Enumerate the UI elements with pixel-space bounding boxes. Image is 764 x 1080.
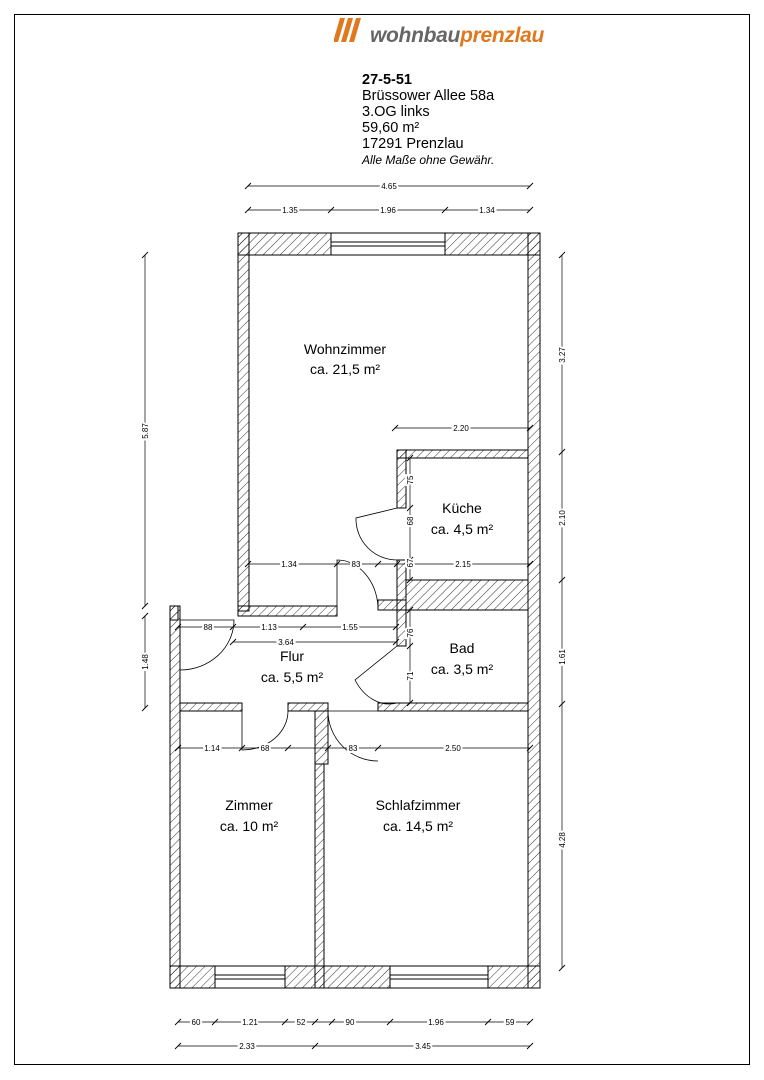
dim-bottom-1: 60 — [192, 1018, 201, 1027]
dim-kueche-1: 75 — [406, 475, 415, 484]
dim-bottom-total-2: 3.45 — [415, 1042, 431, 1051]
dim-right-3: 1.61 — [558, 649, 567, 665]
dim-lower-4: 2.50 — [445, 744, 461, 753]
room-area-flur: ca. 5,5 m² — [261, 669, 324, 685]
dim-kueche-2: 68 — [406, 516, 415, 525]
logo-part-1: wohnbau — [370, 24, 461, 47]
dim-wohn-inner: 2.20 — [453, 424, 469, 433]
dim-wohn-bottom-1: 1.34 — [281, 560, 297, 569]
dim-lower-1: 1.14 — [204, 744, 220, 753]
dim-left-upper: 5.87 — [141, 423, 150, 439]
logo-wordmark: wohnbauprenzlau — [370, 24, 544, 48]
unit-id: 27-5-51 — [362, 72, 412, 88]
apartment-area: 59,60 m² — [362, 120, 420, 136]
dim-top-1: 1.35 — [282, 206, 298, 215]
dim-top-total: 4.65 — [381, 182, 397, 191]
dim-bottom-total-1: 2.33 — [239, 1042, 255, 1051]
room-name-zimmer: Zimmer — [225, 797, 273, 813]
dim-flur-2: 1.13 — [261, 623, 277, 632]
dim-left-lower: 1.48 — [141, 654, 150, 670]
dimension-labels: 4.65 1.35 1.96 1.34 2.20 1.34 83 2.15 88… — [139, 180, 569, 1053]
walls — [169, 232, 541, 989]
disclaimer: Alle Maße ohne Gewähr. — [362, 153, 495, 167]
room-labels: Wohnzimmer ca. 21,5 m² Küche ca. 4,5 m² … — [220, 341, 494, 834]
street: Brüssower Allee 58a — [362, 88, 495, 104]
room-name-flur: Flur — [280, 648, 304, 664]
dim-top-3: 1.34 — [479, 206, 495, 215]
dim-wohn-bottom-2: 83 — [352, 560, 361, 569]
city: 17291 Prenzlau — [362, 136, 464, 152]
dim-lower-2: 68 — [261, 744, 270, 753]
dim-bottom-3: 52 — [297, 1018, 306, 1027]
room-name-schlafzimmer: Schlafzimmer — [376, 797, 461, 813]
room-name-kueche: Küche — [442, 500, 482, 516]
dim-right-1: 3.27 — [558, 347, 567, 363]
dim-bad-1: 76 — [406, 628, 415, 637]
room-area-schlafzimmer: ca. 14,5 m² — [383, 818, 453, 834]
room-area-bad: ca. 3,5 m² — [431, 661, 494, 677]
dim-flur-total: 3.64 — [278, 638, 294, 647]
door-swings — [179, 507, 398, 762]
dim-flur-1: 88 — [204, 623, 213, 632]
room-name-wohnzimmer: Wohnzimmer — [304, 341, 387, 357]
dim-wohn-bottom-3: 2.15 — [455, 560, 471, 569]
dim-kueche-3: 67 — [406, 558, 415, 567]
dim-right-4: 4.28 — [558, 832, 567, 848]
dim-right-2: 2.10 — [558, 510, 567, 526]
floor: 3.OG links — [362, 104, 430, 120]
logo-part-2: prenzlau — [460, 24, 545, 47]
room-area-zimmer: ca. 10 m² — [220, 818, 279, 834]
dim-bottom-4: 90 — [346, 1018, 355, 1027]
dimension-ticks — [141, 182, 566, 1050]
address-block: 27-5-51 Brüssower Allee 58a 3.OG links 5… — [362, 72, 494, 168]
dim-bottom-6: 59 — [506, 1018, 515, 1027]
room-name-bad: Bad — [450, 640, 475, 656]
dim-lower-3: 83 — [349, 744, 358, 753]
room-area-kueche: ca. 4,5 m² — [431, 521, 494, 537]
dim-top-2: 1.96 — [380, 206, 396, 215]
page-frame — [14, 14, 750, 1065]
dim-flur-3: 1.55 — [342, 623, 358, 632]
dim-bottom-2: 1.21 — [242, 1018, 258, 1027]
logo-stripes-icon — [334, 18, 361, 42]
windows — [214, 232, 489, 989]
dim-bad-2: 71 — [406, 671, 415, 680]
room-area-wohnzimmer: ca. 21,5 m² — [310, 361, 380, 377]
dimension-lines — [144, 185, 563, 1047]
dim-bottom-5: 1.96 — [428, 1018, 444, 1027]
